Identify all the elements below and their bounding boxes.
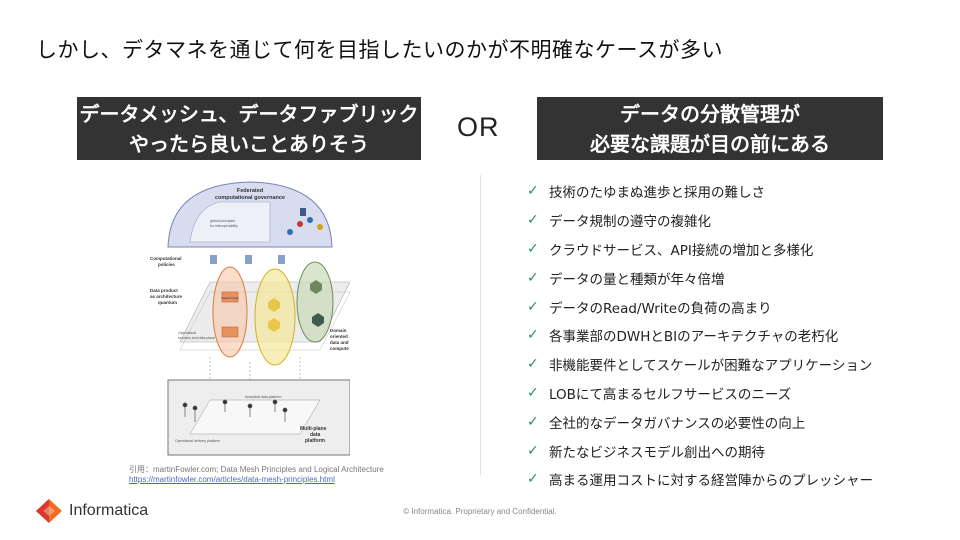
label-delivery: Operational delivery platform <box>175 439 220 443</box>
list-item-label: LOBにて高まるセルフサービスのニーズ <box>549 386 792 403</box>
distributed-management-box: データの分散管理が 必要な課題が目の前にある <box>537 97 883 160</box>
list-item: ✓ 技術のたゆまぬ進歩と採用の難しさ <box>527 177 873 206</box>
check-icon: ✓ <box>527 183 539 200</box>
label-domain1: Domain <box>330 328 347 333</box>
list-item: ✓ データの量と種類が年々倍増 <box>527 263 873 292</box>
list-item-label: 新たなビジネスモデル創出への期待 <box>549 444 765 461</box>
list-item: ✓ データのRead/Writeの負荷の高まり <box>527 292 873 321</box>
list-item: ✓ 新たなビジネスモデル創出への期待 <box>527 436 873 465</box>
data-mesh-box: データメッシュ、データファブリック やったら良いことありそう <box>77 97 421 160</box>
logo-text: Informatica <box>69 502 149 519</box>
diagram-caption: 引用：martinFowler.com; Data Mesh Principle… <box>129 465 384 485</box>
label-multi2: data <box>310 432 321 438</box>
list-item-label: 技術のたゆまぬ進歩と採用の難しさ <box>549 185 765 202</box>
list-item: ✓ データ規制の遵守の複雑化 <box>527 206 873 235</box>
label-dp3: quantum <box>158 300 177 305</box>
divider <box>480 175 481 475</box>
check-icon: ✓ <box>527 298 539 315</box>
label-principle1: global principles <box>210 219 235 223</box>
slide-title: しかし、デタマネを通じて何を目指したいのかが不明確なケースが多い <box>36 38 723 62</box>
distributed-box-line2: 必要な課題が目の前にある <box>590 132 830 156</box>
data-mesh-architecture-diagram: Federated computational governance globa… <box>150 181 350 456</box>
list-item: ✓ 高まる運用コストに対する経営陣からのプレッシャー <box>527 465 873 494</box>
label-policies1: Computational <box>150 256 182 261</box>
label-ops1: Operational <box>178 331 196 335</box>
list-item-label: 非機能要件としてスケールが困難なアプリケーション <box>549 358 873 375</box>
label-federated: Federated <box>237 188 263 194</box>
label-dp2: as architecture <box>150 294 183 299</box>
list-item: ✓ 全社的なデータガバナンスの必要性の向上 <box>527 407 873 436</box>
label-policies2: policies <box>158 262 175 267</box>
footer-copyright: © Informatica. Proprietary and Confident… <box>403 507 557 516</box>
list-item-label: 各事業部のDWHとBIのアーキテクチャの老朽化 <box>549 329 839 346</box>
check-icon: ✓ <box>527 413 539 430</box>
label-dp1: Data product <box>150 288 178 293</box>
check-icon: ✓ <box>527 240 539 257</box>
list-item-label: 高まる運用コストに対する経営陣からのプレッシャー <box>549 473 873 490</box>
list-item: ✓ 各事業部のDWHとBIのアーキテクチャの老朽化 <box>527 321 873 350</box>
list-item-label: データの量と種類が年々倍増 <box>549 271 725 288</box>
check-icon: ✓ <box>527 384 539 401</box>
check-icon: ✓ <box>527 212 539 229</box>
caption-link[interactable]: https://martinfowler.com/articles/data-m… <box>129 475 335 484</box>
check-icon: ✓ <box>527 442 539 459</box>
or-label: OR <box>457 112 500 142</box>
distributed-box-line1: データの分散管理が <box>620 102 800 126</box>
list-item-label: クラウドサービス、API接続の増加と多様化 <box>549 242 814 259</box>
label-analytical: Analytical data platform <box>245 395 281 399</box>
data-mesh-box-line2: やったら良いことありそう <box>129 132 369 156</box>
label-domain2: oriented <box>330 334 348 339</box>
label-domain4: compute <box>330 346 349 351</box>
data-mesh-box-line1: データメッシュ、データファブリック <box>79 102 419 126</box>
list-item-label: 全社的なデータガバナンスの必要性の向上 <box>549 415 806 432</box>
label-dproduct: Data Product <box>221 296 239 300</box>
label-multi3: platform <box>305 438 326 444</box>
label-multi1: Multi-plane <box>300 426 327 432</box>
issue-checklist: ✓ 技術のたゆまぬ進歩と採用の難しさ ✓ データ規制の遵守の複雑化 ✓ クラウドサービ… <box>527 177 873 494</box>
label-ops2: services and data plane <box>178 336 215 340</box>
caption-source: 引用：martinFowler.com; Data Mesh Principle… <box>129 465 384 474</box>
label-principle2: for interoperability <box>210 224 238 228</box>
check-icon: ✓ <box>527 471 539 488</box>
informatica-diamond-icon <box>36 499 62 523</box>
list-item: ✓ LOBにて高まるセルフサービスのニーズ <box>527 379 873 408</box>
check-icon: ✓ <box>527 327 539 344</box>
list-item-label: データ規制の遵守の複雑化 <box>549 214 711 231</box>
list-item: ✓ 非機能要件としてスケールが困難なアプリケーション <box>527 350 873 379</box>
list-item: ✓ クラウドサービス、API接続の増加と多様化 <box>527 235 873 264</box>
informatica-logo: Informatica <box>35 498 148 524</box>
check-icon: ✓ <box>527 269 539 286</box>
list-item-label: データのRead/Writeの負荷の高まり <box>549 300 772 317</box>
label-domain3: data and <box>330 340 349 345</box>
check-icon: ✓ <box>527 356 539 373</box>
label-governance: computational governance <box>215 195 285 201</box>
